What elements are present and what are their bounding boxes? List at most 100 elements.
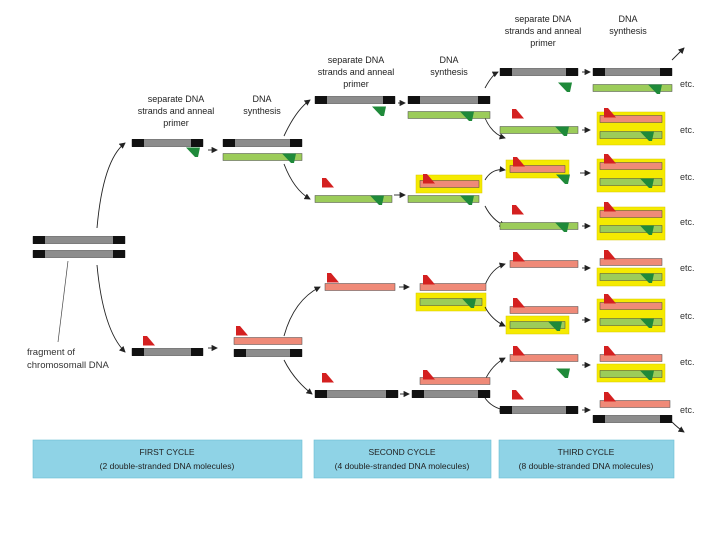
strand-end-cap [500, 68, 512, 76]
new-green-strand [499, 126, 579, 134]
green-primer [556, 174, 570, 184]
start-top-strand [32, 236, 126, 244]
new-green-strand [419, 298, 483, 306]
strand-body [222, 153, 303, 161]
etc-label: etc. [680, 263, 695, 273]
green-primer [640, 318, 654, 328]
svg-text:synthesis: synthesis [243, 106, 281, 116]
red-primer [604, 346, 616, 356]
strand-end-cap [566, 68, 578, 76]
red-primer [513, 298, 525, 308]
new-red-strand [509, 260, 579, 268]
strand-body [599, 225, 663, 233]
svg-text:DNA: DNA [439, 55, 458, 65]
green-primer [460, 195, 474, 205]
red-primer [423, 275, 435, 285]
cycle-title: THIRD CYCLE [558, 447, 615, 457]
strand-body [499, 126, 579, 134]
red-primer [236, 326, 248, 336]
strand-body [599, 302, 663, 310]
red-primer [604, 202, 616, 212]
red-primer [322, 373, 334, 383]
parent-strand [592, 68, 673, 76]
svg-text:synthesis: synthesis [609, 26, 647, 36]
red-primer [143, 336, 155, 346]
flow-arrow [283, 286, 321, 337]
new-red-strand [599, 115, 663, 123]
strand-end-cap [386, 390, 398, 398]
etc-label: etc. [680, 311, 695, 321]
strand-end-cap [408, 96, 420, 104]
green-primer [555, 126, 569, 136]
strand-end-cap [593, 68, 605, 76]
new-red-strand [419, 180, 480, 188]
strand-body [509, 165, 566, 173]
new-green-strand [599, 131, 663, 139]
cycle-band-second: SECOND CYCLE (4 double-stranded DNA mole… [313, 439, 492, 479]
red-primer [604, 250, 616, 260]
green-primer [556, 368, 570, 378]
strand-body [599, 273, 663, 281]
svg-text:primer: primer [343, 79, 369, 89]
svg-text:separate DNA: separate DNA [328, 55, 385, 65]
c3-separate-label: separate DNA strands and anneal primer [505, 14, 582, 48]
etc-label: etc. [680, 79, 695, 89]
green-primer [186, 147, 200, 157]
cycle-title: SECOND CYCLE [368, 447, 435, 457]
primers [143, 82, 662, 402]
svg-text:primer: primer [530, 38, 556, 48]
flow-arrow [484, 71, 499, 89]
strand-body [599, 318, 663, 326]
strand-body [32, 236, 126, 244]
parent-strand [499, 68, 579, 76]
strand-end-cap [191, 139, 203, 147]
strand-body [509, 354, 579, 362]
red-primer [604, 294, 616, 304]
new-green-strand [599, 370, 663, 378]
new-green-strand [407, 195, 480, 203]
new-green-strand [509, 321, 566, 329]
cycle-subtitle: (8 double-stranded DNA molecules) [519, 461, 654, 471]
cycle-band-first: FIRST CYCLE (2 double-stranded DNA molec… [32, 439, 303, 479]
green-primer [555, 222, 569, 232]
left-caption: fragment of chromosomall DNA [27, 347, 109, 371]
cycle-subtitle: (2 double-stranded DNA molecules) [100, 461, 235, 471]
c2-synthesis-label: DNA synthesis [430, 55, 468, 77]
red-primer [512, 205, 524, 215]
strand-end-cap [33, 250, 45, 258]
svg-text:DNA: DNA [618, 14, 637, 24]
red-primer [322, 178, 334, 188]
parent-strand [131, 139, 204, 147]
parent-strand [407, 96, 491, 104]
green-primer [640, 178, 654, 188]
caption-pointer-line [57, 260, 69, 343]
strand-end-cap [113, 250, 125, 258]
green-primer [640, 225, 654, 235]
red-primer [513, 346, 525, 356]
strand-body [314, 390, 399, 398]
cycle-subtitle: (4 double-stranded DNA molecules) [335, 461, 470, 471]
parent-strand [314, 96, 396, 104]
svg-text:fragment of: fragment of [27, 347, 75, 358]
start-bottom-strand [32, 250, 126, 258]
green-primer [640, 131, 654, 141]
parent-strand [411, 390, 491, 398]
c3-synthesis-label: DNA synthesis [609, 14, 647, 36]
red-primer [513, 252, 525, 262]
green-primer [640, 370, 654, 380]
strand-body [233, 337, 303, 345]
svg-text:DNA: DNA [252, 94, 271, 104]
svg-text:synthesis: synthesis [430, 67, 468, 77]
strand-body [599, 162, 663, 170]
strand-end-cap [412, 390, 424, 398]
strand-body [509, 321, 566, 329]
strand-end-cap [132, 139, 144, 147]
strand-end-cap [660, 415, 672, 423]
strand-body [32, 250, 126, 258]
strand-body [314, 195, 393, 203]
new-green-strand [599, 318, 663, 326]
green-primer [462, 298, 476, 308]
green-primer [558, 82, 572, 92]
strand-body [599, 210, 663, 218]
etc-label: etc. [680, 125, 695, 135]
